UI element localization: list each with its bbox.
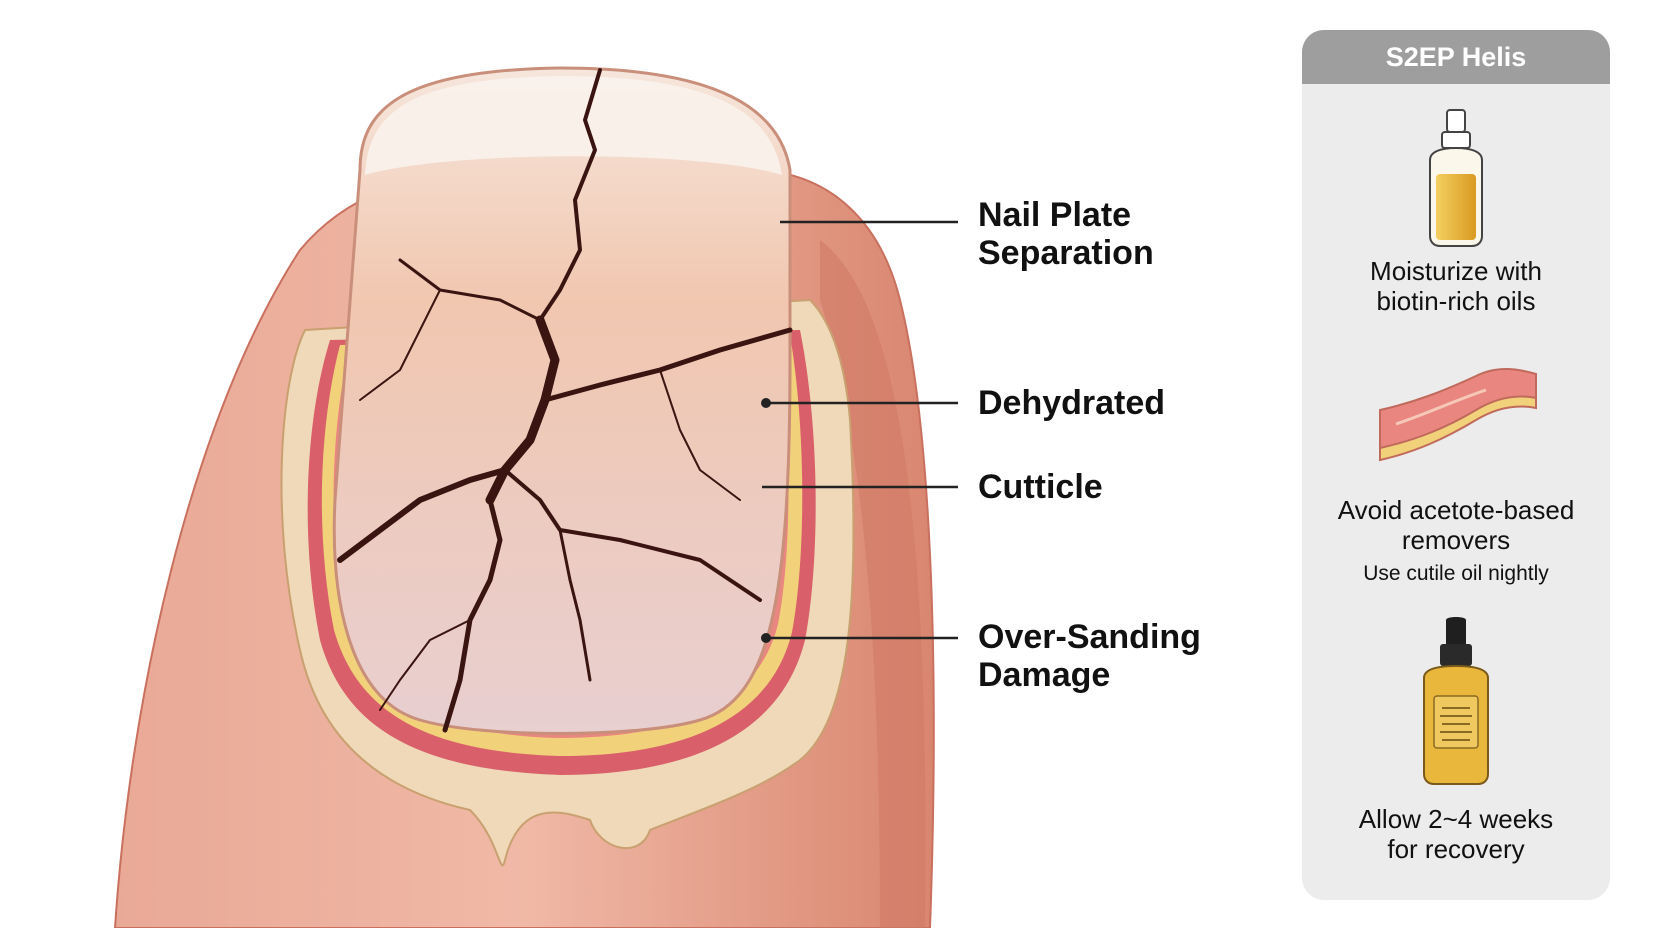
nail-plate (332, 66, 792, 735)
tip-3-line-2: for recovery (1387, 834, 1525, 864)
tips-panel: S2EP Helis Moisturize with biotin-rich o… (1302, 30, 1610, 900)
label-over-sanding-line1: Over-Sanding (978, 618, 1201, 656)
label-over-sanding-line2: Damage (978, 656, 1111, 694)
dropper-bottle-icon (1423, 617, 1489, 785)
tip-2-note: Use cutile oil nightly (1363, 562, 1549, 585)
panel-title: S2EP Helis (1302, 30, 1610, 84)
dot-over-sanding (761, 633, 771, 643)
tip-2-line-1: Avoid acetote-based (1337, 495, 1575, 525)
skin-layers-icon (1379, 368, 1537, 462)
tip-1-line-1: Moisturize with (1370, 256, 1542, 286)
label-nail-plate-line1: Nail Plate (978, 196, 1132, 234)
label-nail-plate-line2: Separation (978, 234, 1154, 272)
label-cuticle: Cutticle (978, 468, 1103, 506)
finger-side-shade (820, 240, 926, 928)
label-over-sanding-damage: Over-Sanding Damage (978, 618, 1201, 694)
tip-allow-recovery: Allow 2~4 weeks for recovery (1302, 804, 1610, 864)
oil-bottle-icon (1429, 109, 1483, 247)
tip-avoid-removers: Avoid acetote-based removers Use cutile … (1302, 495, 1610, 589)
label-nail-plate-separation: Nail Plate Separation (978, 196, 1154, 272)
leader-lines (762, 220, 958, 640)
nail-cracks (337, 68, 793, 733)
tip-moisturize: Moisturize with biotin-rich oils (1302, 256, 1610, 316)
tip-1-line-2: biotin-rich oils (1376, 286, 1536, 316)
dot-dehydrated (761, 398, 771, 408)
nail-free-edge (365, 76, 782, 175)
label-dehydrated: Dehydrated (978, 384, 1166, 422)
tip-2-line-2: removers (1401, 525, 1511, 555)
tip-3-line-1: Allow 2~4 weeks (1358, 804, 1554, 834)
